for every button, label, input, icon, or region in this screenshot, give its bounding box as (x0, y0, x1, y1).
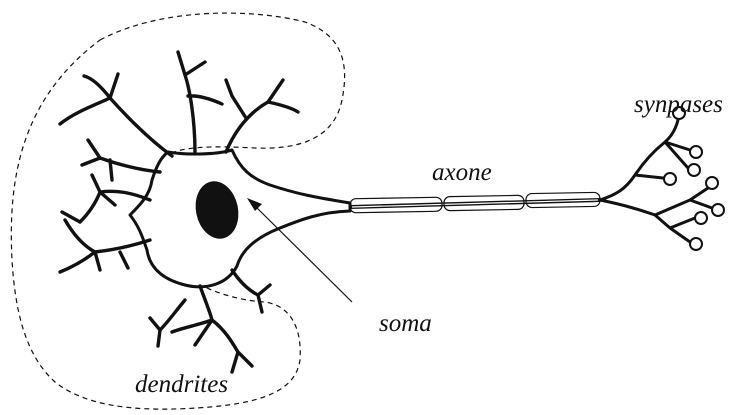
terminal-branches (600, 120, 712, 242)
label-axon: axone (432, 159, 492, 186)
synapse-bouton (706, 177, 718, 189)
label-dendrites: dendrites (135, 371, 228, 398)
dendrite-top-right (226, 80, 298, 152)
dendrite-top-left (60, 74, 172, 156)
label-synapses: synpases (634, 91, 723, 118)
label-soma: soma (379, 310, 432, 337)
axon (350, 192, 600, 212)
synapse-bouton (690, 238, 702, 250)
synapse-bouton (712, 204, 724, 216)
synapse-bouton (664, 173, 676, 185)
synapse-bouton (690, 146, 702, 158)
dendrite-bottom-right (232, 270, 270, 312)
synapse-bouton (688, 164, 700, 176)
dendrite-top-center (178, 52, 222, 153)
cell-body-outline (130, 150, 350, 287)
axon-terminals (600, 107, 724, 250)
axon-inner-line (352, 200, 598, 207)
synapse-bouton (695, 212, 707, 224)
dendrite-bottom-far (150, 300, 185, 346)
dendrite-upper-left-mid (82, 140, 160, 180)
